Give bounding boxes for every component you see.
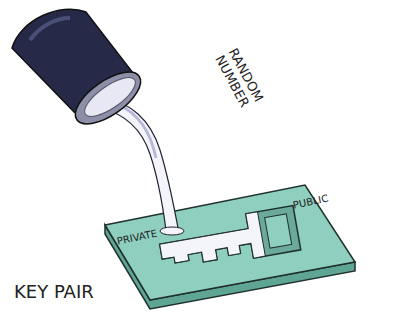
key-cavity: [157, 206, 301, 274]
liquid-shade: [118, 104, 156, 158]
mold-top: [105, 185, 355, 300]
caption: KEY PAIR: [14, 282, 134, 303]
liquid-label: RANDOM NUMBER: [212, 46, 272, 124]
bucket: [12, 9, 149, 134]
liquid-splash: [160, 227, 184, 235]
